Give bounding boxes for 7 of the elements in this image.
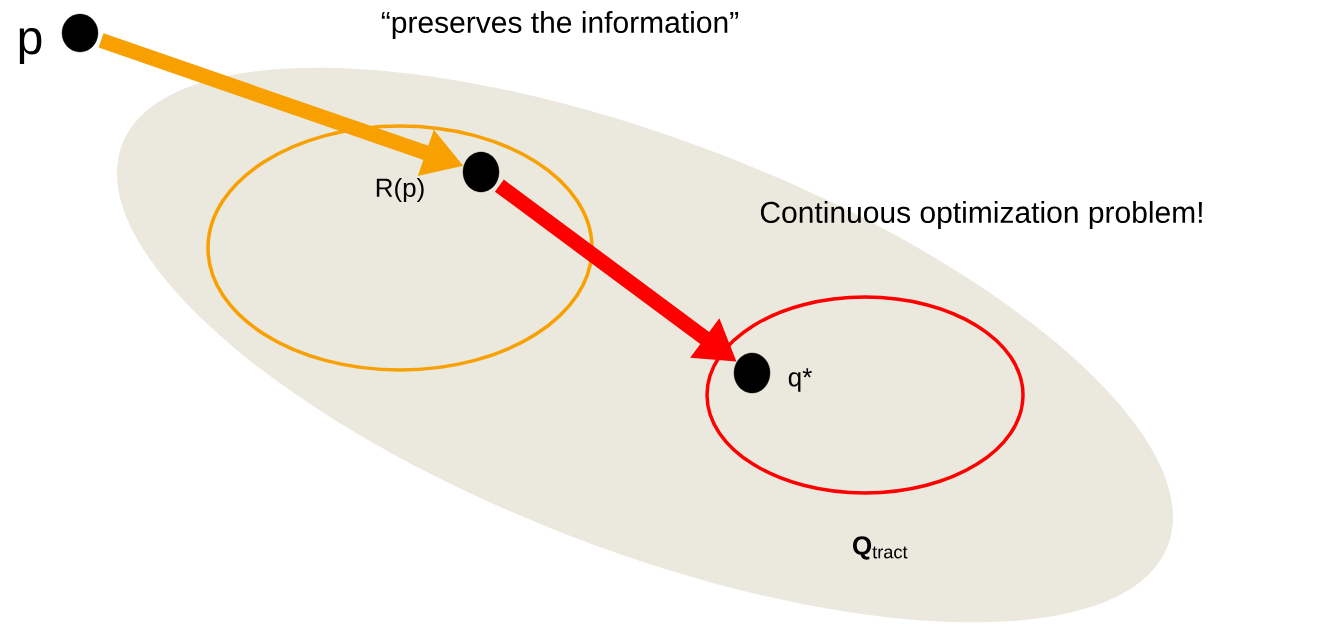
note-text: Continuous optimization problem! (760, 201, 1202, 229)
point-label: R(p) (376, 177, 424, 203)
note-text: “preserves the information” (381, 11, 739, 39)
point-label: q* (788, 368, 812, 392)
point-label: p (19, 28, 42, 64)
region-ellipse (206, 124, 594, 372)
point-label: Q$_{tract}$ (853, 536, 908, 560)
